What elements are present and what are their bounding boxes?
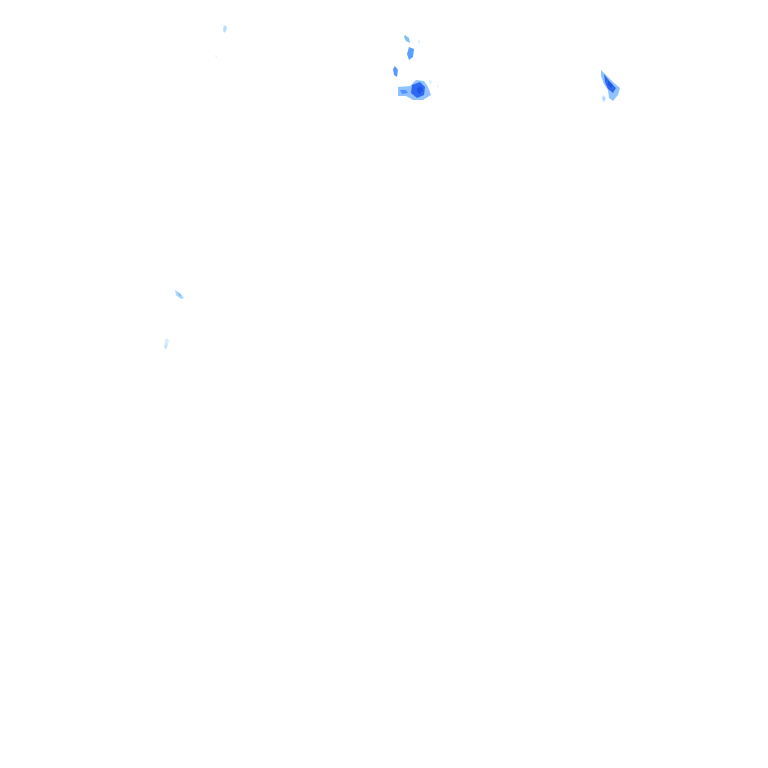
echo-cluster-center xyxy=(393,35,439,100)
echo-speck-left xyxy=(136,290,184,302)
echo-faint-scatter xyxy=(529,44,566,138)
echo-speck-upper-left xyxy=(211,25,227,81)
echo-cluster-right xyxy=(575,70,620,102)
echo-speck-lower-left xyxy=(164,338,169,350)
